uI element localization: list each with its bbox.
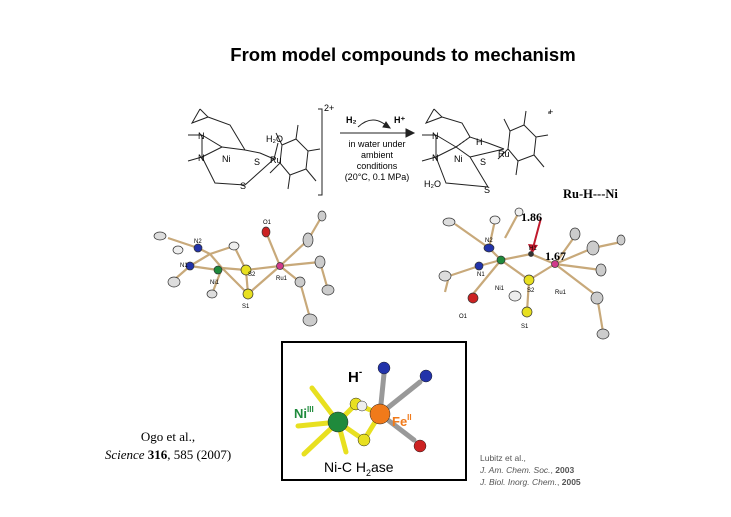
left-label-s1: S1	[242, 304, 250, 310]
left-s2: S	[240, 181, 246, 191]
right-label-s1: S1	[521, 324, 529, 330]
distance-label-1: 1.86	[521, 210, 542, 224]
hydride-label: H-	[348, 367, 362, 386]
left-h2o: H₂O	[266, 134, 283, 144]
caption-sub: 2	[366, 468, 371, 478]
reference-ogo-authors: Ogo et al.,	[140, 429, 196, 444]
hydride-symbol: H	[348, 369, 359, 386]
reference-ogo: Ogo et al., Science 316, 585 (2007)	[84, 428, 252, 464]
hydride-charge: -	[359, 367, 362, 378]
condition-line3: conditions	[357, 161, 398, 171]
page-title: From model compounds to mechanism	[230, 44, 576, 65]
enzyme-active-site-box	[281, 341, 467, 481]
condition-line1: in water under	[348, 139, 405, 149]
right-label-n2: N2	[485, 238, 493, 244]
left-label-o1: O1	[263, 220, 272, 226]
right-h: H	[476, 137, 483, 147]
ni-symbol: Ni	[294, 406, 307, 421]
left-s1: S	[254, 157, 260, 167]
left-n-bottom: N	[198, 153, 205, 163]
fe-symbol: Fe	[392, 414, 407, 429]
reference-ogo-rest: , 585 (2007)	[167, 447, 232, 462]
reference-ogo-journal: Science	[104, 447, 145, 462]
reference-lubitz-year2: 2005	[561, 477, 581, 487]
charge-left: 2+	[324, 103, 334, 113]
fe-oxidation: II	[407, 413, 411, 422]
left-label-ni1: Ni1	[210, 280, 220, 286]
ru-h-ni-label: Ru-H---Ni	[563, 187, 618, 201]
enzyme-caption: Ni-C H2ase	[324, 459, 394, 478]
right-h2o: H₂O	[424, 179, 441, 189]
charge-right: +	[548, 107, 553, 117]
reference-lubitz-line2: J. Biol. Inorg. Chem., 2005	[480, 477, 581, 487]
reference-lubitz: Lubitz et al., J. Am. Chem. Soc., 2003 J…	[480, 452, 640, 488]
right-s2: S	[484, 185, 490, 195]
reference-lubitz-authors: Lubitz et al.,	[480, 453, 526, 463]
right-ru: Ru	[498, 149, 510, 159]
left-ni: Ni	[222, 154, 231, 164]
crystal-structure-left: O1 N2 N1 Ni1 S2 Ru1 S1	[153, 210, 335, 327]
reference-ogo-volume: 316	[147, 447, 168, 462]
fe-label: FeII	[392, 413, 412, 429]
reagent-h2: H₂	[346, 115, 357, 125]
ni-label: NiIII	[294, 405, 314, 421]
left-label-n2: N2	[194, 239, 202, 245]
right-label-h1: H1	[529, 246, 537, 252]
reference-lubitz-journal2: J. Biol. Inorg. Chem.	[480, 477, 558, 487]
condition-line4: (20°C, 0.1 MPa)	[345, 172, 410, 182]
caption-post: ase	[371, 459, 394, 475]
reagent-hplus: H⁺	[394, 115, 405, 125]
enzyme-active-site: H- NiIII FeII Ni-C H2ase	[294, 361, 433, 478]
reference-ogo-citation: Science 316, 585 (2007)	[84, 446, 252, 464]
left-label-s2: S2	[248, 272, 256, 278]
reference-lubitz-line1: J. Am. Chem. Soc., 2003	[480, 465, 575, 475]
caption-pre: Ni-C H	[324, 459, 366, 475]
right-n-top: N	[432, 131, 439, 141]
condition-line2: ambient	[361, 150, 394, 160]
left-label-ru1: Ru1	[276, 276, 288, 282]
right-label-n1: N1	[477, 272, 485, 278]
ni-oxidation: III	[307, 405, 314, 414]
reference-lubitz-year1: 2003	[555, 465, 575, 475]
reference-lubitz-journal1: J. Am. Chem. Soc.	[480, 465, 551, 475]
right-label-o1: O1	[459, 314, 468, 320]
left-ru: Ru	[270, 155, 282, 165]
crystal-structure-right: N2 H1 N1 Ni1 S2 Ru1 S1 O1 1.86 1.67	[438, 207, 626, 340]
right-label-s2: S2	[527, 288, 535, 294]
right-s1: S	[480, 157, 486, 167]
right-n-bottom: N	[432, 153, 439, 163]
left-label-n1: N1	[180, 263, 188, 269]
left-n-top: N	[198, 131, 205, 141]
right-label-ru1: Ru1	[555, 290, 567, 296]
reaction-scheme: N N Ni S S Ru H₂O 2+ H₂ H⁺ in water unde…	[187, 103, 553, 196]
distance-label-2: 1.67	[545, 249, 566, 263]
right-ni: Ni	[454, 154, 463, 164]
right-label-ni1: Ni1	[495, 286, 505, 292]
